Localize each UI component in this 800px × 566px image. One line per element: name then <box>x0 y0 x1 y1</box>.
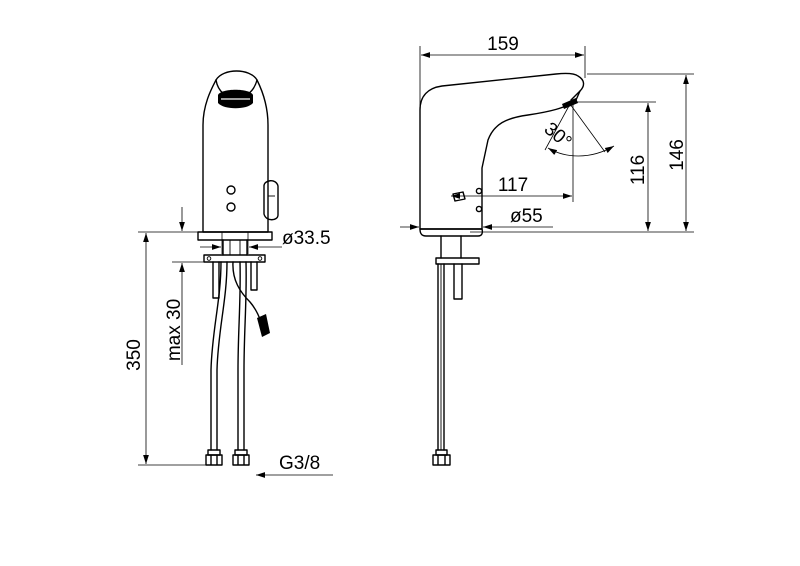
dim-spout-reach: 117 <box>498 175 528 196</box>
dim-deck-thickness: max 30 <box>164 299 185 361</box>
front-nut-left <box>205 454 223 466</box>
side-nut <box>432 454 451 466</box>
side-clamp-plate <box>435 257 480 265</box>
dim-connection-thread: G3/8 <box>279 453 320 474</box>
side-sensor-window-bottom <box>475 205 483 213</box>
front-nut-right <box>232 454 250 466</box>
sensor-cable <box>232 261 262 323</box>
dim-hose-length: 350 <box>124 339 145 371</box>
side-sensor-window-top <box>475 187 483 195</box>
dim-overall-height: 146 <box>667 139 688 171</box>
side-hose <box>437 263 445 451</box>
front-clamp-plate <box>203 254 266 263</box>
front-view <box>197 70 279 466</box>
front-hose-right <box>237 261 241 451</box>
spout-outlet <box>562 98 578 109</box>
dim-overall-length: 159 <box>487 34 519 55</box>
sensor-window-bottom <box>226 202 236 212</box>
sensor-window-top <box>226 185 236 195</box>
dim-base-diameter-side: ø55 <box>510 206 543 227</box>
dim-spray-angle: 30° <box>540 119 576 154</box>
front-dimensions: ø33.5 max 30 350 G3/8 <box>124 207 333 478</box>
front-hose-left <box>210 261 222 451</box>
front-faucet-body <box>202 70 269 233</box>
dim-base-diameter-front: ø33.5 <box>282 228 331 249</box>
side-faucet-body <box>419 72 585 230</box>
side-dimensions: 159 146 116 117 ø55 30° <box>400 34 694 233</box>
temperature-lever <box>263 180 279 221</box>
dim-spout-height: 116 <box>628 155 649 185</box>
